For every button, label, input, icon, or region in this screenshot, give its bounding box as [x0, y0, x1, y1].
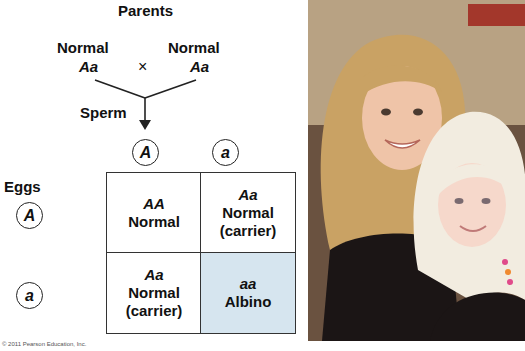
genotype-label: Normal: [57, 39, 109, 57]
allele-text: A: [140, 143, 152, 162]
eye: [455, 198, 464, 204]
smile: [385, 140, 420, 148]
gamete-circle: a: [212, 139, 239, 166]
genotype-label: Eggs: [4, 178, 41, 196]
smile: [460, 226, 486, 231]
photo: [308, 0, 525, 341]
black-shirt: [430, 293, 525, 341]
punnett-cell: AaNormal (carrier): [106, 252, 202, 334]
copyright-note: © 2011 Pearson Education, Inc.: [2, 341, 86, 348]
genotype-label: Aa: [79, 58, 98, 76]
cross-line: [145, 80, 196, 98]
gamete-circle: A: [132, 139, 159, 166]
eye: [413, 109, 423, 116]
genotype-label: Normal: [168, 39, 220, 57]
punnett-cell: AANormal: [106, 172, 202, 254]
arrow-head: [139, 120, 151, 130]
eye: [381, 109, 391, 116]
bangs: [438, 164, 510, 195]
allele-text: a: [25, 286, 34, 305]
genotype-label: Sperm: [80, 104, 127, 122]
photo-red-object: [468, 4, 525, 26]
allele-text: AA: [143, 195, 165, 213]
allele-text: a: [221, 143, 230, 162]
phenotype-text: Normal (carrier): [205, 204, 291, 240]
gamete-circle: a: [16, 282, 43, 309]
photo-background: [308, 0, 525, 341]
genotype-label: Aa: [190, 58, 209, 76]
allele-text: Aa: [238, 186, 257, 204]
punnett-cell: aaAlbino: [200, 252, 296, 334]
allele-text: aa: [240, 275, 257, 293]
allele-text: A: [24, 206, 36, 225]
cross-line: [95, 80, 145, 98]
bead: [505, 269, 511, 275]
allele-text: Aa: [144, 266, 163, 284]
bead: [507, 279, 513, 285]
phenotype-text: Normal: [128, 213, 180, 231]
arrow-shaft: [144, 98, 146, 122]
cross-symbol: ×: [138, 57, 147, 76]
gamete-circle: A: [16, 202, 43, 229]
punnett-cell: AaNormal (carrier): [200, 172, 296, 254]
phenotype-text: Albino: [225, 293, 272, 311]
genotype-label: Parents: [118, 2, 173, 20]
bead: [502, 259, 508, 265]
bangs: [360, 65, 442, 96]
white-hair: [414, 112, 525, 300]
phenotype-text: Normal (carrier): [111, 284, 197, 320]
eye: [482, 198, 491, 204]
